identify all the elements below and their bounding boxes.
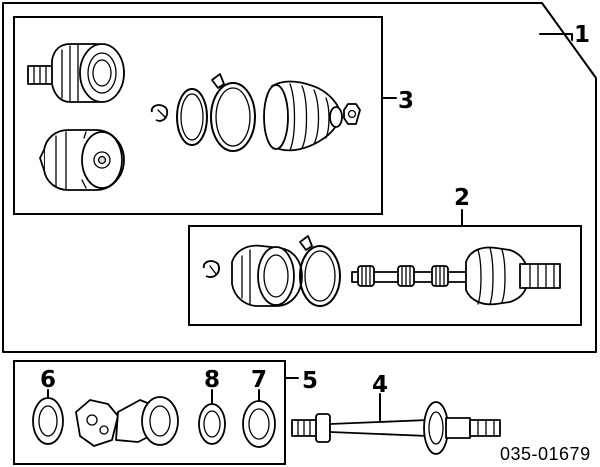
callout-7: 7 (251, 367, 267, 393)
leader-line-1 (539, 33, 573, 41)
outer-joint-boot-part (465, 246, 561, 306)
axle-clip-part (202, 260, 220, 278)
bearing-part-8 (198, 403, 226, 445)
callout-1: 1 (574, 22, 590, 48)
snap-ring-part (176, 88, 208, 146)
callout-8: 8 (204, 367, 220, 393)
small-clip-part (150, 104, 169, 122)
boot-band-part (210, 73, 256, 152)
callout-5: 5 (302, 368, 318, 394)
intermediate-shaft-part (291, 401, 501, 455)
boot-part (263, 80, 343, 152)
outer-cv-joint-part (27, 43, 125, 103)
seal-part-7 (242, 400, 276, 448)
assembly-frame (2, 2, 597, 353)
callout-6: 6 (40, 367, 56, 393)
seal-part-6 (32, 397, 64, 445)
outer-boot-band-part (299, 235, 341, 307)
outer-joint-housing-part (231, 244, 303, 307)
reference-code: 035-01679 (500, 444, 591, 464)
inner-tripod-joint-part (75, 396, 179, 447)
callout-4: 4 (372, 372, 388, 398)
callout-3: 3 (398, 88, 414, 114)
callout-2: 2 (454, 185, 470, 211)
inner-cv-joint-part (39, 129, 125, 191)
small-nut-part (343, 103, 361, 125)
